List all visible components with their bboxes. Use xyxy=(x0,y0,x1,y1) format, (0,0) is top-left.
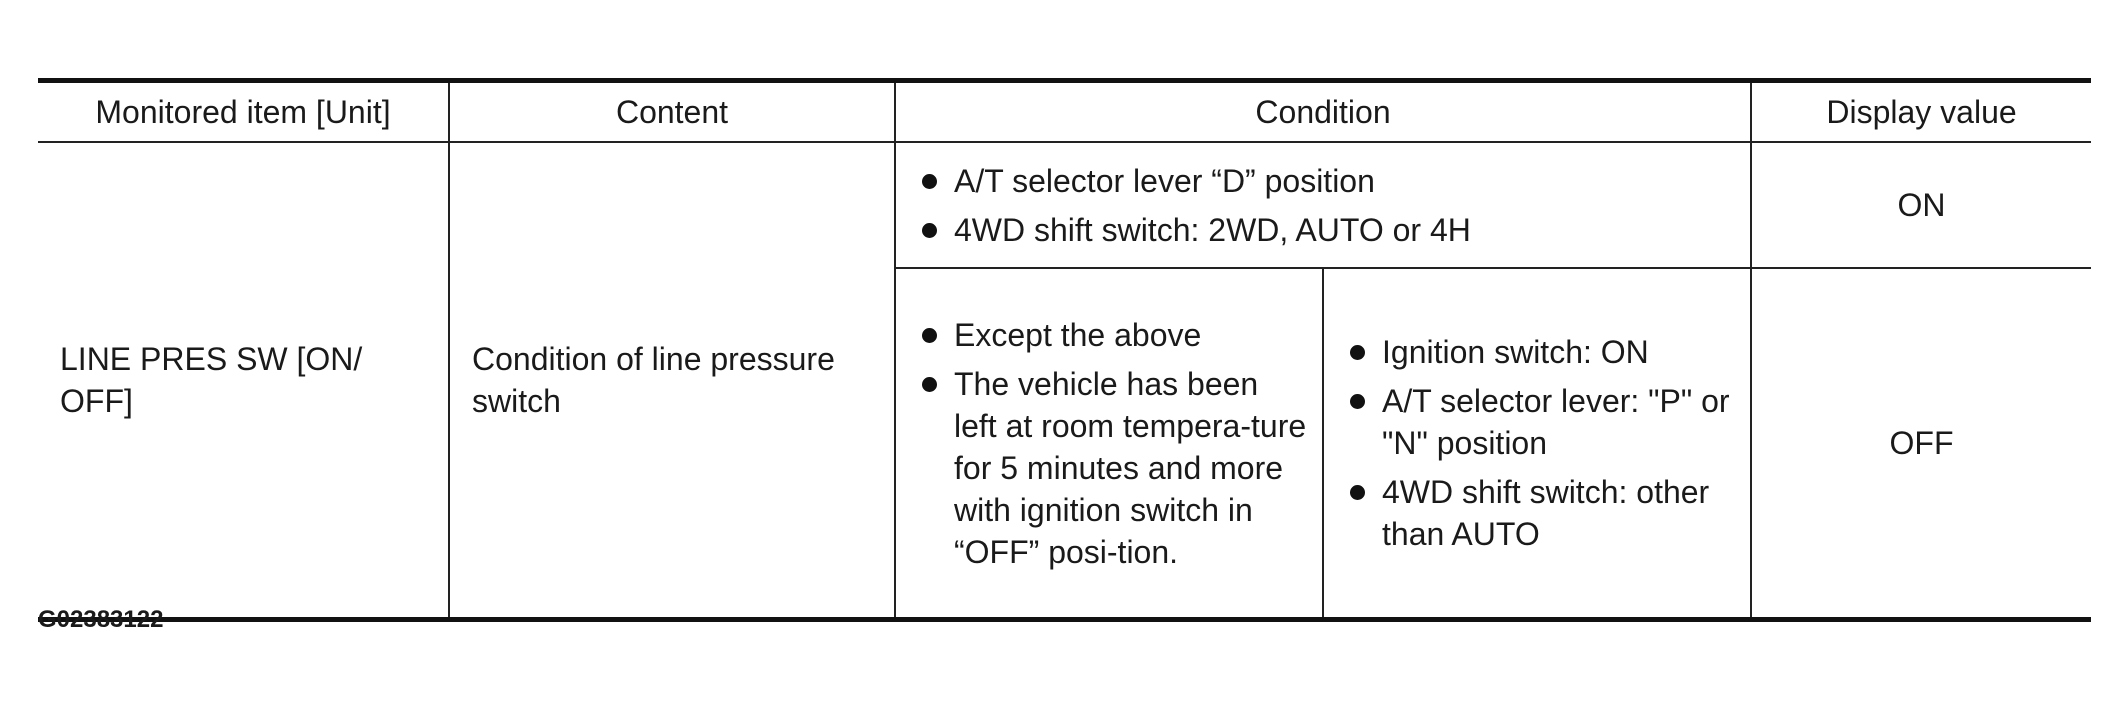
list-item: A/T selector lever “D” position xyxy=(914,160,1736,202)
monitor-spec-table: Monitored item [Unit] Content Condition … xyxy=(38,78,2092,622)
figure-id: G02383122 xyxy=(38,606,164,633)
display-value-off: OFF xyxy=(1750,267,2092,621)
list-item: 4WD shift switch: 2WD, AUTO or 4H xyxy=(914,209,1736,251)
table-row-off: Except the above The vehicle has been le… xyxy=(38,267,2092,621)
off-condition-left-cell: Except the above The vehicle has been le… xyxy=(895,267,1324,621)
table-header-row: Monitored item [Unit] Content Condition … xyxy=(38,79,2092,143)
header-monitored-item: Monitored item [Unit] xyxy=(38,79,450,143)
off-condition-left-list: Except the above The vehicle has been le… xyxy=(914,314,1308,573)
display-value-on: ON xyxy=(1750,141,2092,269)
off-condition-right-cell: Ignition switch: ON A/T selector lever: … xyxy=(1321,267,1753,621)
header-condition: Condition xyxy=(893,79,1753,143)
on-condition-list: A/T selector lever “D” position 4WD shif… xyxy=(914,160,1736,251)
list-item: 4WD shift switch: other than AUTO xyxy=(1342,471,1736,555)
list-item: A/T selector lever: "P" or "N" position xyxy=(1342,380,1736,464)
list-item: Except the above xyxy=(914,314,1308,356)
content-cell: Condition of line pressure switch xyxy=(448,141,896,621)
header-display-value: Display value xyxy=(1750,79,2092,143)
list-item: The vehicle has been left at room temper… xyxy=(914,363,1308,573)
off-condition-right-list: Ignition switch: ON A/T selector lever: … xyxy=(1342,331,1736,555)
header-content: Content xyxy=(448,79,896,143)
table-row-on: LINE PRES SW [ON/ OFF] Condition of line… xyxy=(38,141,2092,621)
monitored-item-cell: LINE PRES SW [ON/ OFF] xyxy=(38,141,450,621)
on-condition-cell: A/T selector lever “D” position 4WD shif… xyxy=(893,141,1753,269)
list-item: Ignition switch: ON xyxy=(1342,331,1736,373)
